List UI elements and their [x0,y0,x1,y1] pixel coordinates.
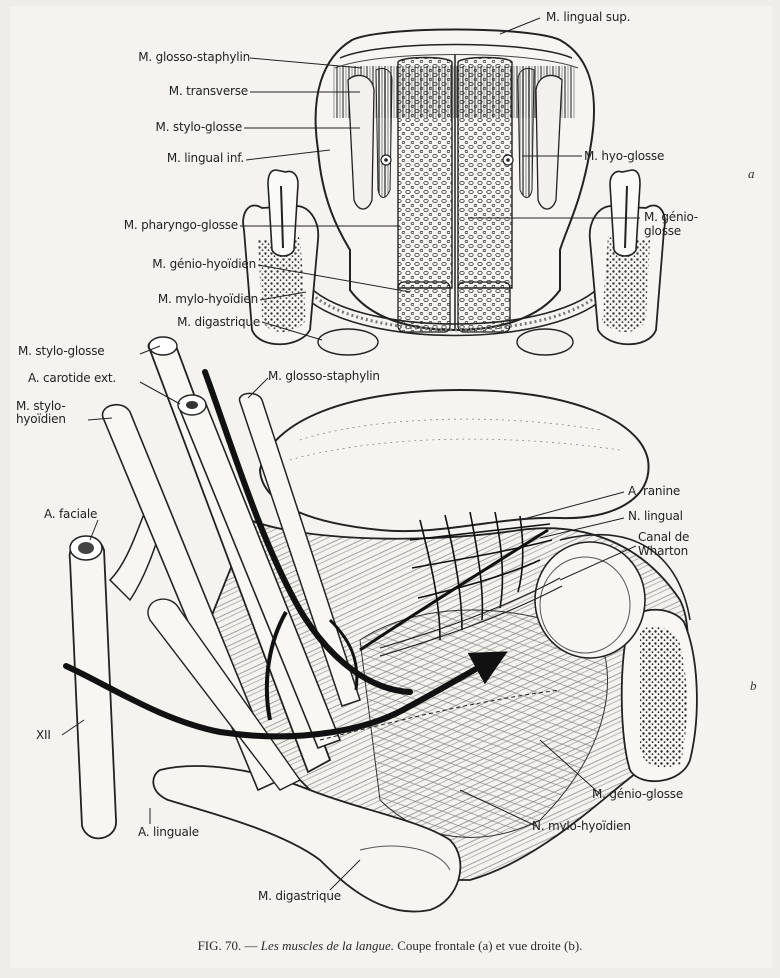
label-b-lingual: N. lingual [628,510,683,523]
label-b-canal-wharton: Canal de Wharton [638,530,689,558]
label-b-mylo-hyoidien: N. mylo-hyoïdien [532,820,631,833]
label-a-genio-glosse: M. génio- glosse [644,210,698,238]
label-a-genio-hyoidien: M. génio-hyoïdien [80,258,256,271]
label-a-lingual-sup: M. lingual sup. [546,11,630,24]
label-a-mylo-hyoidien: M. mylo-hyoïdien [80,293,258,306]
frontal-section [243,30,665,356]
caption-rest: Coupe frontale (a) et vue droite (b). [397,938,582,953]
label-a-transverse: M. transverse [110,85,248,98]
label-b-faciale: A. faciale [44,508,97,521]
label-a-pharyngo-glosse: M. pharyngo-glosse [60,219,238,232]
label-b-glosso-staphylin: M. glosso-staphylin [268,370,380,383]
label-b-xii: XII [36,729,51,742]
panel-a-letter: a [748,166,755,182]
label-b-genio-glosse: M. génio-glosse [592,788,683,801]
label-b-stylo-hyoidien: M. stylo- hyoïdien [16,400,66,426]
label-b-digastrique: M. digastrique [258,890,341,903]
caption-title: Les muscles de la langue. [261,938,394,953]
label-b-linguale: A. linguale [138,826,199,839]
caption-prefix: FIG. 70. — [198,938,258,953]
label-b-stylo-glosse: M. stylo-glosse [18,345,104,358]
panel-b-letter: b [750,678,757,694]
label-a-lingual-inf: M. lingual inf. [110,152,244,165]
label-a-digastrique: M. digastrique [100,316,260,329]
label-a-glosso-staphylin: M. glosso-staphylin [110,51,250,64]
label-a-hyo-glosse: M. hyo-glosse [584,150,664,163]
label-b-ranine: A. ranine [628,485,680,498]
label-b-carotide-ext: A. carotide ext. [28,372,116,385]
label-a-stylo-glosse: M. stylo-glosse [110,121,242,134]
figure-caption: FIG. 70. — Les muscles de la langue. Cou… [0,938,780,954]
